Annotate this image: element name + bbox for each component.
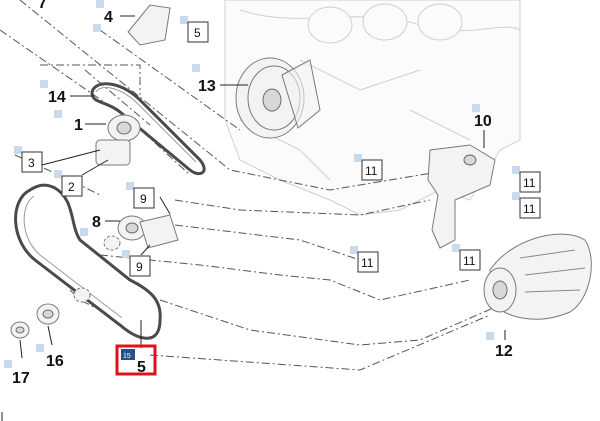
small-pulleys — [10, 287, 91, 339]
callout-10[interactable]: 10 — [472, 104, 492, 130]
svg-text:14: 14 — [48, 89, 66, 106]
upper-belt — [90, 82, 206, 176]
idler-pulley — [103, 214, 179, 251]
callout-1[interactable]: 1 — [54, 110, 83, 134]
svg-text:11: 11 — [365, 164, 378, 178]
svg-text:10: 10 — [474, 113, 492, 130]
svg-text:17: 17 — [12, 370, 30, 387]
ref-box-11-b[interactable]: 11 — [512, 166, 541, 193]
svg-text:11: 11 — [523, 202, 536, 216]
tensioner-part — [95, 114, 141, 166]
svg-text:16: 16 — [46, 353, 64, 370]
ac-compressor — [483, 233, 592, 320]
svg-text:13: 13 — [198, 78, 216, 95]
ref-box-3[interactable]: 3 — [14, 146, 43, 173]
bracket-part — [127, 4, 171, 46]
svg-text:1: 1 — [74, 117, 83, 134]
highlight-badge: 15 — [123, 353, 131, 360]
ref-box-11-d[interactable]: 11 — [350, 246, 379, 273]
svg-text:9: 9 — [140, 192, 147, 206]
callout-13[interactable]: 13 — [192, 64, 216, 95]
svg-text:7: 7 — [38, 0, 47, 12]
svg-text:5: 5 — [194, 26, 201, 40]
callout-16[interactable]: 16 — [36, 344, 64, 370]
highlight-value: 5 — [137, 359, 146, 376]
crank-pulley — [235, 57, 321, 139]
ref-box-5[interactable]: 5 — [180, 16, 209, 43]
callout-7[interactable]: 7 — [38, 0, 47, 12]
ref-box-9-upper[interactable]: 9 — [126, 182, 155, 209]
compressor-bracket — [427, 144, 496, 249]
ref-box-9-lower[interactable]: 9 — [122, 250, 151, 277]
svg-text:3: 3 — [28, 156, 35, 170]
svg-text:11: 11 — [361, 256, 374, 270]
lower-belt — [14, 183, 162, 340]
ref-box-2[interactable]: 2 — [54, 170, 83, 197]
ref-box-11-c[interactable]: 11 — [512, 192, 541, 219]
label-leaders — [19, 15, 506, 359]
callout-17[interactable]: 17 — [4, 360, 30, 387]
svg-text:11: 11 — [523, 176, 536, 190]
callout-8[interactable]: 8 — [80, 214, 101, 236]
svg-text:12: 12 — [495, 343, 513, 360]
svg-text:9: 9 — [136, 260, 143, 274]
svg-text:2: 2 — [68, 180, 75, 194]
highlighted-callout[interactable]: 15 5 — [115, 344, 157, 376]
svg-text:11: 11 — [463, 254, 476, 268]
ref-box-11-a[interactable]: 11 — [354, 154, 383, 181]
ref-box-11-e[interactable]: 11 — [452, 244, 481, 271]
svg-text:4: 4 — [104, 9, 113, 26]
callout-14[interactable]: 14 — [40, 80, 66, 106]
callout-12[interactable]: 12 — [486, 332, 513, 360]
svg-text:8: 8 — [92, 214, 101, 231]
callout-4[interactable]: 4 — [93, 0, 113, 32]
